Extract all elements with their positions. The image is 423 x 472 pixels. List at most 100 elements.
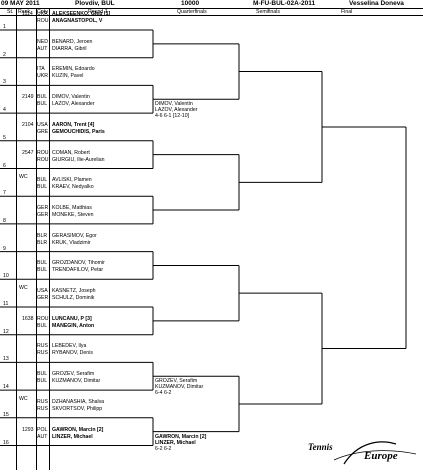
col-semifinals: Semifinals	[256, 9, 280, 15]
entry-player-name: SKVORTSOV, Philipp	[52, 405, 103, 412]
quarterfinal-player-name: DIMOV, Valentin	[155, 101, 193, 108]
entry-player-name: ALEKSEENKO, Gleb [1]	[52, 11, 111, 17]
entry-player-name: AVLISKI, Plamen	[52, 177, 92, 184]
entry-number: 1	[3, 24, 6, 30]
entry-player-name: SCHULZ, Dominik	[52, 295, 95, 301]
entry-player-name: LUNCANU, P [3]	[52, 315, 92, 322]
entry-number: 11	[3, 301, 9, 307]
entry-country: RUS	[37, 398, 48, 405]
entry-country: RUS	[37, 343, 48, 350]
entry-country: GER	[37, 295, 49, 301]
entry-number: 7	[3, 190, 6, 197]
entry-rank: 1638	[22, 315, 34, 322]
entry-number: 16	[3, 439, 9, 446]
entry-player-name: KOLBE, Matthias	[52, 204, 92, 211]
quarterfinal-player-name: LINZER, Michael	[155, 439, 196, 446]
entry-country: RUS	[37, 405, 48, 412]
entry-number: 5	[3, 134, 6, 141]
entry-player-name: LEBEDEV, Ilya	[52, 343, 87, 350]
entry-player-name: RYBANOV, Denis	[52, 350, 93, 357]
entry-rank: 1114	[22, 11, 33, 17]
entry-country: BUL	[37, 184, 48, 191]
entry-country: BUL	[37, 267, 48, 274]
entry-country: GER	[37, 211, 49, 218]
entry-number: 2	[3, 51, 6, 58]
entry-country: BUL	[37, 101, 48, 108]
event-prize: 10000	[181, 0, 200, 7]
entry-country: ITA	[37, 66, 45, 73]
entry-country: POL	[37, 426, 48, 433]
quarterfinal-score: 6-4 6-2	[155, 390, 172, 397]
entry-player-name: ANAGNASTOPOL, V	[52, 18, 103, 24]
event-location: Plovdiv, BUL	[75, 0, 115, 7]
col-rank: Rank	[18, 9, 31, 15]
entry-country: ROU	[37, 315, 49, 322]
st-column-rule	[16, 8, 17, 470]
entry-player-name: DZHANASHIA, Shalva	[52, 398, 105, 405]
entry-country: ROU	[37, 18, 49, 24]
entry-country: AUT	[37, 433, 48, 440]
event-code: M-FU-BUL-02A-2011	[253, 0, 316, 7]
entry-player-name: GEMOUCHIDIS, Paris	[52, 128, 105, 135]
entry-country: BUL	[37, 94, 48, 101]
entry-country: BUL	[37, 322, 48, 329]
entry-player-name: KRUK, Vladzimir	[52, 239, 91, 246]
entry-country: USA	[37, 121, 48, 128]
entry-rank: 2149	[22, 94, 34, 101]
quarterfinal-player-name: GROZEV, Serafim	[155, 378, 198, 385]
entry-country: RUS	[37, 350, 48, 357]
quarterfinal-score: 4-6 6-1 [12-10]	[155, 113, 190, 120]
entry-player-name: DIMOV, Valentin	[52, 94, 90, 101]
entry-number: 13	[3, 356, 9, 363]
col-st: St.	[7, 9, 14, 15]
entry-player-name: BENARD, Jeroen	[52, 38, 93, 45]
entry-number: 6	[3, 162, 6, 169]
col-quarterfinals: Quarterfinals	[177, 9, 207, 15]
logo-word-tennis: Tennis	[308, 442, 333, 452]
col-cnty: Cnty	[37, 9, 48, 15]
entry-rank: 2104	[22, 121, 34, 128]
entry-player-name: GROZEV, Serafim	[52, 371, 95, 378]
entry-country: BUL	[37, 177, 48, 184]
entry-number: 15	[3, 411, 9, 418]
entry-player-name: EREMIN, Edoardo	[52, 66, 95, 73]
entry-country: UKR	[37, 11, 48, 17]
entry-country: ROU	[37, 156, 49, 163]
entry-number: 10	[3, 273, 9, 280]
entry-number: 9	[3, 245, 6, 252]
entry-player-name: AARON, Trent [4]	[52, 121, 95, 128]
entry-country: BLR	[37, 239, 48, 246]
quarterfinal-player-name: GAWRON, Marcin [2]	[155, 433, 207, 440]
entry-status: WC	[19, 285, 28, 291]
entry-country: BUL	[37, 371, 48, 378]
entry-number: 8	[3, 217, 6, 224]
entry-number: 3	[3, 79, 6, 86]
entry-country: BUL	[37, 378, 48, 385]
entry-number: 4	[3, 107, 6, 114]
entry-country: NED	[37, 38, 48, 45]
col-final: Final	[341, 9, 353, 15]
logo-swoosh-icon	[333, 441, 417, 465]
entry-player-name: KASNETZ, Joseph	[52, 288, 96, 294]
cnty-column-rule	[49, 8, 50, 470]
entry-player-name: GROZDANOV, Tihomir	[52, 260, 105, 267]
entry-number: 14	[3, 384, 9, 391]
entry-rank: 1293	[22, 426, 34, 433]
entry-country: GER	[37, 204, 49, 211]
entry-country: AUT	[37, 45, 48, 52]
entry-status: WC	[19, 395, 28, 402]
entry-country: USA	[37, 288, 48, 294]
entry-country: ROU	[37, 149, 49, 156]
logo-word-europe: Europe	[364, 450, 398, 462]
quarterfinal-player-name: KUZMANOV, Dimitar	[155, 384, 204, 391]
entry-player-name: COMAN, Robert	[52, 149, 90, 156]
entry-rank: 2547	[22, 149, 34, 156]
entry-country: BLR	[37, 232, 48, 239]
entry-player-name: KUZMANOV, Dimitar	[52, 378, 101, 385]
entry-country: BUL	[37, 260, 48, 267]
entry-player-name: DIARRA, Gibril	[52, 45, 87, 52]
entry-player-name: MANEGIN, Anton	[52, 322, 95, 329]
entry-player-name: GAWRON, Marcin [2]	[52, 426, 104, 433]
